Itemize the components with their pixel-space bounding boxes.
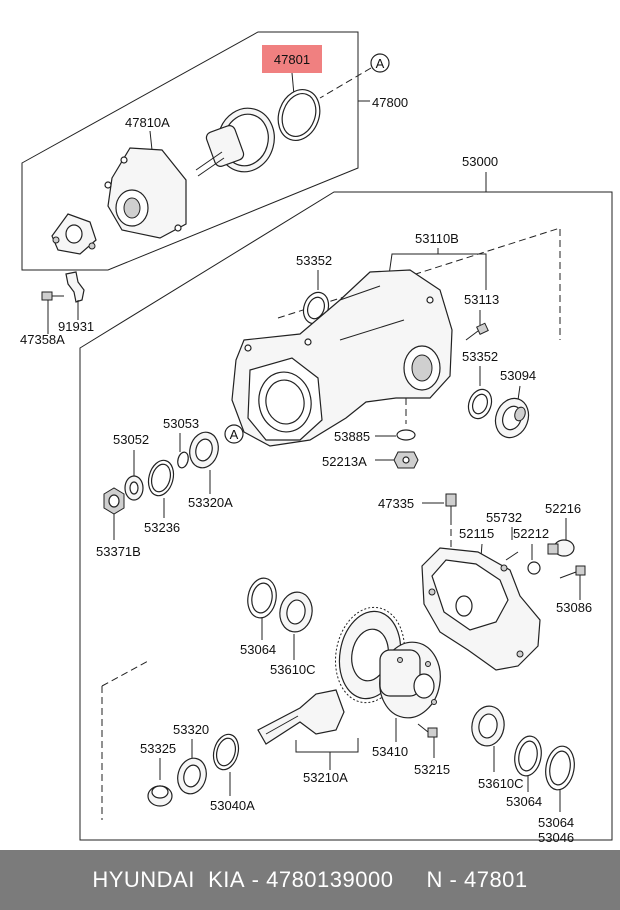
callout-53113[interactable]: 53113 — [464, 292, 499, 307]
leader-53110b-branches — [387, 253, 487, 290]
bearing-race-53325[interactable] — [147, 785, 173, 807]
callout-55732[interactable]: 55732 — [486, 510, 522, 525]
callout-53320[interactable]: 53320 — [173, 722, 209, 737]
plug-52213a[interactable] — [393, 451, 419, 469]
snap-ring-53053[interactable] — [176, 451, 190, 469]
callout-53325[interactable]: 53325 — [140, 741, 176, 756]
dashed-leader-a — [319, 67, 372, 99]
pin-55732[interactable] — [505, 551, 519, 561]
callout-53110b[interactable]: 53110B — [415, 231, 459, 246]
callout-91931[interactable]: 91931 — [58, 319, 94, 334]
drive-pinion-53210a[interactable] — [257, 689, 345, 745]
callout-53064-right[interactable]: 53064 — [506, 794, 542, 809]
bracket-91931[interactable] — [65, 271, 85, 303]
callout-53610c-left[interactable]: 53610C — [270, 662, 316, 677]
oil-seal-inner — [306, 296, 326, 320]
callout-52115[interactable]: 52115 — [459, 526, 494, 541]
callout-53885[interactable]: 53885 — [334, 429, 370, 444]
callout-53094[interactable]: 53094 — [500, 368, 536, 383]
ref-label-a-mid: A — [230, 427, 239, 442]
pinion-dashed-line — [101, 659, 151, 687]
separator: - — [245, 867, 267, 892]
spacer — [393, 867, 426, 893]
callout-53064-bottom[interactable]: 53064 — [538, 815, 574, 830]
oil-seal-right-inner — [471, 393, 489, 415]
callout-53215[interactable]: 53215 — [414, 762, 450, 777]
transfer-case-frame — [21, 31, 359, 271]
callout-53352-right[interactable]: 53352 — [462, 349, 498, 364]
callout-53610c-right[interactable]: 53610C — [478, 776, 524, 791]
gasket-52212[interactable] — [527, 561, 541, 575]
bolt-53113[interactable] — [465, 322, 489, 341]
callout-53053[interactable]: 53053 — [163, 416, 199, 431]
part-number: 4780139000 — [266, 867, 394, 892]
spacer-53052[interactable] — [124, 475, 144, 501]
callout-52213a[interactable]: 52213A — [322, 454, 367, 469]
diff-case-53410[interactable] — [374, 637, 446, 722]
reference-circle-a-mid — [224, 424, 244, 444]
bolt-47358a[interactable] — [41, 291, 64, 301]
bearing-53610c-left[interactable] — [277, 590, 315, 635]
leader-53210a-bracket — [295, 738, 359, 753]
n-number: 47801 — [463, 867, 528, 892]
highlight-box-47801 — [262, 45, 322, 73]
bearing-53610c-right[interactable] — [469, 704, 507, 749]
callout-47801[interactable]: 47801 — [274, 52, 310, 67]
callout-53000[interactable]: 53000 — [462, 154, 498, 169]
bolt-53086[interactable] — [559, 565, 586, 579]
part-number-footer: HYUNDAI KIA - 4780139000 N - 47801 — [0, 850, 620, 910]
callout-53052[interactable]: 53052 — [113, 432, 149, 447]
n-label: N — [426, 867, 443, 892]
callout-53352-top[interactable]: 53352 — [296, 253, 332, 268]
bolt-53215[interactable] — [417, 723, 438, 738]
callout-47800[interactable]: 47800 — [372, 95, 408, 110]
callout-53046[interactable]: 53046 — [538, 830, 574, 845]
rear-cover-52115[interactable] — [421, 547, 541, 671]
callout-53064-left[interactable]: 53064 — [240, 642, 276, 657]
leader-53094 — [517, 385, 521, 401]
callout-53371b[interactable]: 53371B — [96, 544, 141, 559]
bolt-47335[interactable] — [445, 493, 457, 518]
differential-carrier-53110b[interactable] — [231, 269, 453, 447]
callout-53040a[interactable]: 53040A — [210, 798, 255, 813]
leader-47810a — [149, 130, 153, 151]
differential-frame — [79, 191, 613, 841]
gasket-53885[interactable] — [396, 429, 416, 441]
shim-53064-left-inner — [251, 582, 273, 614]
reference-circle-a — [370, 53, 390, 73]
shim-53046-inner — [549, 750, 571, 786]
callout-47810a[interactable]: 47810A — [125, 115, 170, 130]
ref-label-a-top: A — [376, 56, 385, 71]
callout-53210a[interactable]: 53210A — [303, 770, 348, 785]
callout-53320a[interactable]: 53320A — [188, 495, 233, 510]
exploded-parts-diagram: 47801 A 47800 47810A 91931 — [20, 31, 613, 845]
callout-47335[interactable]: 47335 — [378, 496, 414, 511]
callout-53410[interactable]: 53410 — [372, 744, 408, 759]
shim-53064-right-inner — [518, 740, 538, 772]
companion-flange[interactable] — [51, 213, 97, 255]
bearing-53320a[interactable] — [186, 429, 222, 471]
callout-53236[interactable]: 53236 — [144, 520, 180, 535]
extension-housing-47810a[interactable] — [104, 102, 281, 239]
shim-53236-inner — [150, 463, 172, 493]
flange-53094[interactable] — [490, 394, 534, 443]
nut-53371b[interactable] — [103, 487, 125, 515]
callout-52216[interactable]: 52216 — [545, 501, 581, 516]
bearing-53320[interactable] — [174, 755, 210, 797]
brand-label: HYUNDAI KIA — [92, 867, 246, 892]
callout-53086[interactable]: 53086 — [556, 600, 592, 615]
breather-52216[interactable] — [547, 539, 575, 557]
separator: - — [442, 867, 464, 892]
callout-52212[interactable]: 52212 — [513, 526, 549, 541]
o-ring-inner — [281, 93, 317, 137]
shim-53040a-inner — [215, 737, 237, 767]
callout-47358a[interactable]: 47358A — [20, 332, 65, 347]
